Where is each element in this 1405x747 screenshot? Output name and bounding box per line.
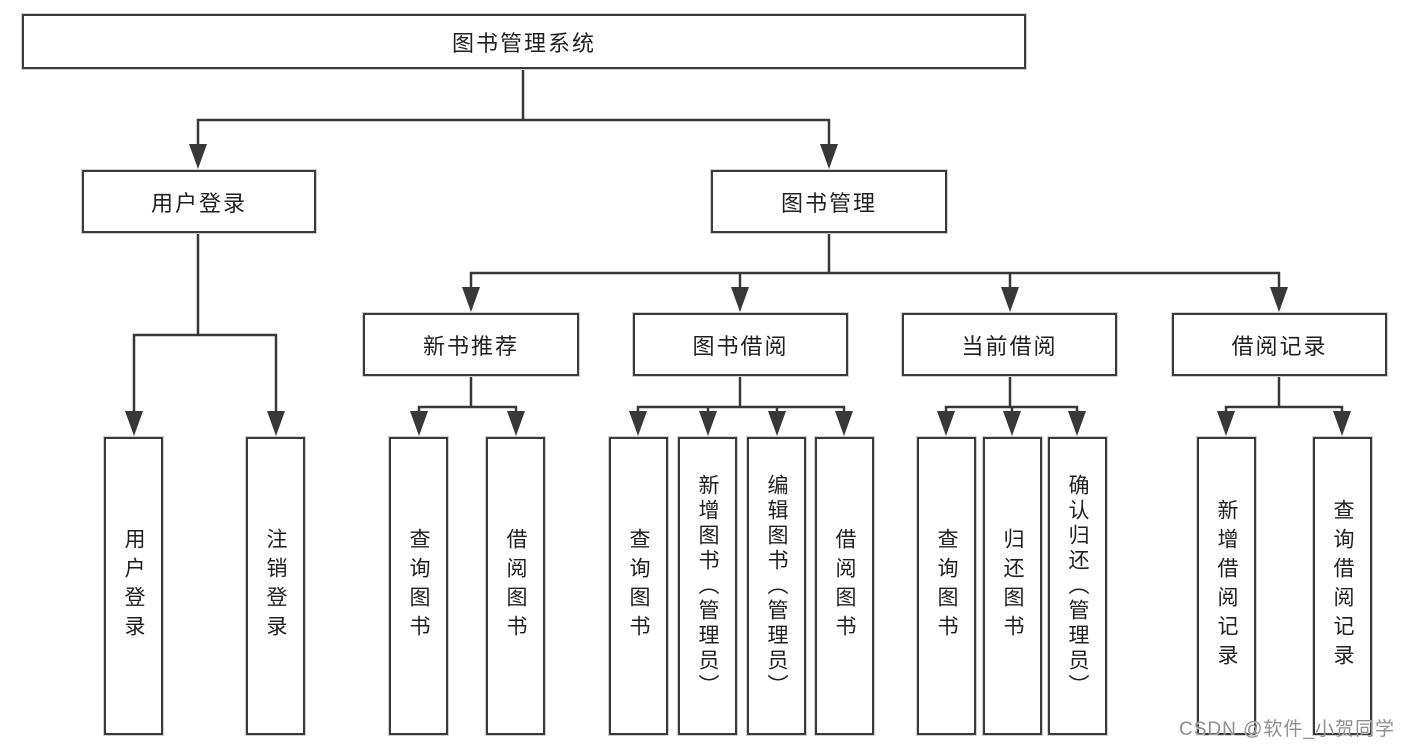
arrowheads bbox=[125, 144, 1351, 436]
leaf-query-borrow-record: 查询借阅记录 bbox=[1313, 437, 1372, 735]
leaf-add-books-admin-label: 新增图书（管理员） bbox=[696, 473, 719, 699]
leaf-return-books: 归还图书 bbox=[983, 437, 1042, 735]
leaf-newbook-borrow-books: 借阅图书 bbox=[486, 437, 545, 735]
arrow-icon bbox=[1270, 287, 1288, 312]
node-book-manage: 图书管理 bbox=[711, 170, 947, 233]
node-book-borrow-label: 图书借阅 bbox=[692, 333, 789, 359]
node-user-login-label: 用户登录 bbox=[150, 190, 247, 216]
leaf-newbook-borrow-books-label: 借阅图书 bbox=[504, 528, 527, 644]
leaf-add-borrow-record-label: 新增借阅记录 bbox=[1215, 499, 1238, 673]
arrow-icon bbox=[629, 411, 647, 436]
leaf-logout: 注销登录 bbox=[246, 437, 305, 735]
connector-current bbox=[944, 375, 1079, 413]
arrow-icon bbox=[820, 144, 838, 169]
leaf-add-books-admin: 新增图书（管理员） bbox=[678, 437, 737, 735]
node-current-borrow: 当前借阅 bbox=[902, 313, 1117, 376]
leaf-query-borrow-record-label: 查询借阅记录 bbox=[1331, 499, 1354, 673]
leaf-return-books-label: 归还图书 bbox=[1001, 528, 1024, 644]
node-root-label: 图书管理系统 bbox=[451, 30, 596, 56]
leaf-edit-books-admin: 编辑图书（管理员） bbox=[747, 437, 806, 735]
node-book-manage-label: 图书管理 bbox=[780, 190, 877, 216]
connector-newbook bbox=[417, 375, 518, 413]
node-borrow-records-label: 借阅记录 bbox=[1231, 333, 1328, 359]
arrow-icon bbox=[507, 411, 525, 436]
connector-borrow bbox=[636, 375, 846, 413]
arrow-icon bbox=[1001, 287, 1019, 312]
arrow-icon bbox=[1068, 411, 1086, 436]
connector-root bbox=[196, 69, 831, 147]
leaf-user-login: 用户登录 bbox=[104, 437, 163, 735]
arrow-icon bbox=[1003, 411, 1021, 436]
arrow-icon bbox=[731, 287, 749, 312]
arrow-icon bbox=[937, 411, 955, 436]
node-user-login: 用户登录 bbox=[82, 170, 316, 233]
leaf-newbook-query-books-label: 查询图书 bbox=[407, 528, 430, 644]
arrow-icon bbox=[1333, 411, 1351, 436]
connector-manage bbox=[469, 232, 1281, 290]
connector-records bbox=[1224, 375, 1344, 413]
leaf-borrow-borrow-books: 借阅图书 bbox=[815, 437, 874, 735]
connector-login bbox=[132, 232, 278, 413]
watermark-text: CSDN @软件_小贺同学 bbox=[1179, 719, 1395, 740]
leaf-borrow-query-books: 查询图书 bbox=[609, 437, 668, 735]
leaf-logout-label: 注销登录 bbox=[264, 528, 287, 644]
arrow-icon bbox=[189, 144, 207, 169]
leaf-current-query-books-label: 查询图书 bbox=[935, 528, 958, 644]
node-borrow-records: 借阅记录 bbox=[1172, 313, 1387, 376]
leaf-borrow-borrow-books-label: 借阅图书 bbox=[833, 528, 856, 644]
node-book-borrow: 图书借阅 bbox=[633, 313, 848, 376]
arrow-icon bbox=[699, 411, 717, 436]
arrow-icon bbox=[1217, 411, 1235, 436]
leaf-user-login-label: 用户登录 bbox=[122, 528, 145, 644]
leaf-confirm-return-admin-label: 确认归还（管理员） bbox=[1066, 473, 1089, 699]
leaf-confirm-return-admin: 确认归还（管理员） bbox=[1048, 437, 1107, 735]
arrow-icon bbox=[125, 411, 143, 436]
leaf-borrow-query-books-label: 查询图书 bbox=[627, 528, 650, 644]
leaf-edit-books-admin-label: 编辑图书（管理员） bbox=[765, 473, 788, 699]
leaf-newbook-query-books: 查询图书 bbox=[389, 437, 448, 735]
arrow-icon bbox=[768, 411, 786, 436]
arrow-icon bbox=[462, 287, 480, 312]
arrow-icon bbox=[835, 411, 853, 436]
leaf-add-borrow-record: 新增借阅记录 bbox=[1197, 437, 1256, 735]
node-new-book-recommend: 新书推荐 bbox=[363, 313, 579, 376]
node-root: 图书管理系统 bbox=[22, 14, 1026, 69]
node-current-borrow-label: 当前借阅 bbox=[961, 333, 1058, 359]
node-new-book-recommend-label: 新书推荐 bbox=[422, 333, 519, 359]
arrow-icon bbox=[410, 411, 428, 436]
arrow-icon bbox=[267, 411, 285, 436]
leaf-current-query-books: 查询图书 bbox=[917, 437, 976, 735]
